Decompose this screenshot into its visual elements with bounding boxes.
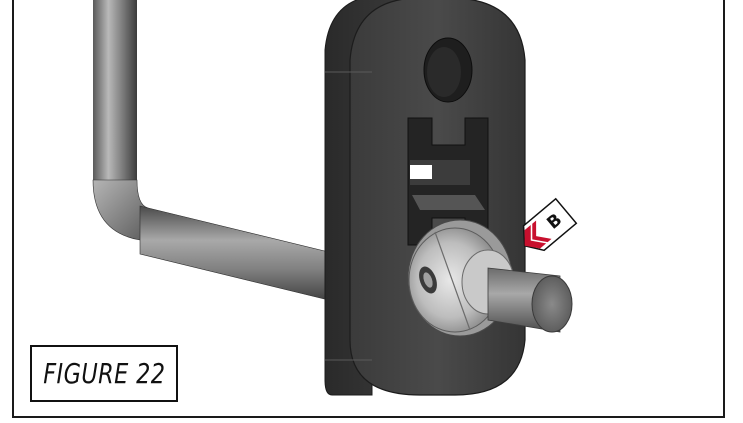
shaft xyxy=(487,267,573,333)
rod-vertical xyxy=(93,0,137,185)
bracket-body xyxy=(324,0,526,396)
shaft-collar xyxy=(407,219,515,337)
figure-label: FIGURE 22 xyxy=(42,357,166,390)
rod-horizontal xyxy=(139,205,346,305)
callout-b-marker: B xyxy=(522,197,578,252)
figure-label-box: FIGURE 22 xyxy=(30,345,178,402)
